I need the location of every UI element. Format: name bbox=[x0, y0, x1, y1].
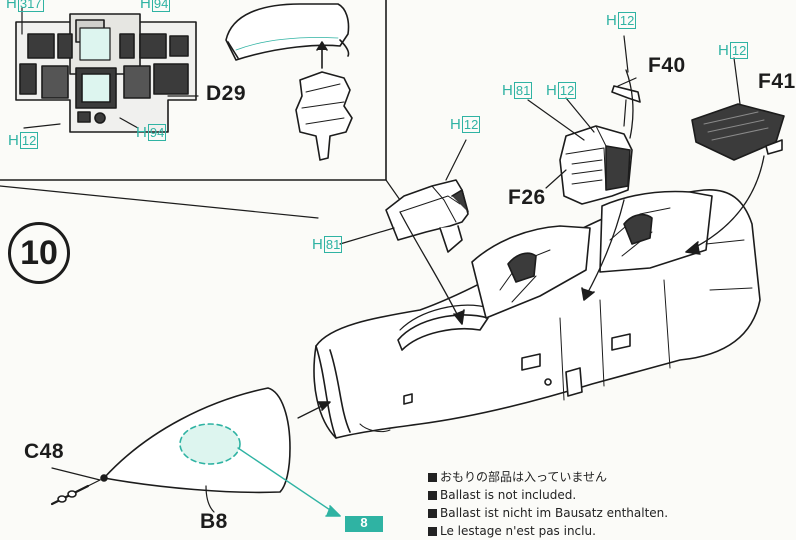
bullet-square-icon bbox=[428, 472, 437, 482]
paint-prefix: H bbox=[606, 12, 617, 29]
leader-line bbox=[527, 99, 585, 141]
leader-line bbox=[733, 57, 741, 105]
leader-line bbox=[545, 169, 567, 189]
part-label-f26: F26 bbox=[508, 186, 546, 209]
instrument-panel bbox=[15, 13, 197, 133]
pitot-probe bbox=[50, 479, 101, 506]
f41-part bbox=[691, 103, 785, 161]
callout-line bbox=[0, 185, 319, 219]
paint-code: 81 bbox=[323, 236, 343, 253]
note-text: Ballast ist nicht im Bausatz enthalten. bbox=[440, 506, 669, 520]
paint-code: 12 bbox=[729, 42, 749, 59]
paint-prefix: H bbox=[136, 124, 147, 141]
note-text: Le lestage n'est pas inclu. bbox=[440, 524, 596, 538]
paint-code: 94 bbox=[151, 0, 171, 12]
note-row: Le lestage n'est pas inclu. bbox=[428, 522, 668, 540]
part-label-b8: B8 bbox=[200, 510, 228, 533]
ballast-leader bbox=[237, 447, 337, 515]
step-number: 10 bbox=[8, 222, 70, 284]
paint-prefix: H bbox=[502, 82, 513, 99]
paint-code: 12 bbox=[617, 12, 637, 29]
paint-code: 94 bbox=[147, 124, 167, 141]
part-label-f41: F41 bbox=[758, 70, 796, 93]
ballast-notes: おもりの部品は入っていません Ballast is not included. … bbox=[428, 468, 668, 540]
note-text: Ballast is not included. bbox=[440, 488, 577, 502]
leader-line bbox=[339, 227, 395, 245]
part-label-d29: D29 bbox=[206, 82, 247, 105]
seat-front-part bbox=[385, 179, 469, 253]
leader-line bbox=[445, 139, 467, 181]
leader-line bbox=[23, 123, 61, 129]
paint-code: 12 bbox=[557, 82, 577, 99]
paint-prefix: H bbox=[140, 0, 151, 12]
paint-prefix: H bbox=[312, 236, 323, 253]
paint-code: 12 bbox=[461, 116, 481, 133]
part-label-f40: F40 bbox=[648, 54, 686, 77]
bullet-square-icon bbox=[428, 508, 437, 518]
paint-prefix: H bbox=[450, 116, 461, 133]
leader-line bbox=[565, 97, 595, 133]
arrow bbox=[399, 211, 461, 321]
paint-prefix: H bbox=[8, 132, 19, 149]
bullet-square-icon bbox=[428, 526, 437, 536]
note-row: Ballast ist nicht im Bausatz enthalten. bbox=[428, 504, 668, 522]
note-text: おもりの部品は入っていません bbox=[440, 470, 608, 484]
part-label-c48: C48 bbox=[24, 440, 65, 463]
paint-prefix: H bbox=[718, 42, 729, 59]
arrow bbox=[585, 199, 625, 297]
seat-part-inset bbox=[295, 71, 353, 161]
fuselage bbox=[313, 189, 761, 439]
arrow bbox=[689, 155, 765, 251]
note-row: おもりの部品は入っていません bbox=[428, 468, 668, 486]
arrow bbox=[625, 69, 634, 139]
paint-code: 317 bbox=[17, 0, 44, 12]
page-number-badge: 8 bbox=[345, 516, 383, 532]
paint-code: 81 bbox=[513, 82, 533, 99]
note-row: Ballast is not included. bbox=[428, 486, 668, 504]
paint-prefix: H bbox=[6, 0, 17, 12]
callout-line bbox=[385, 179, 401, 201]
bullet-square-icon bbox=[428, 490, 437, 500]
seat-rear-part bbox=[559, 125, 633, 205]
canopy-inset bbox=[225, 3, 350, 61]
nose-cone bbox=[100, 387, 291, 494]
leader-line bbox=[119, 117, 139, 129]
paint-prefix: H bbox=[546, 82, 557, 99]
paint-code: 12 bbox=[19, 132, 39, 149]
